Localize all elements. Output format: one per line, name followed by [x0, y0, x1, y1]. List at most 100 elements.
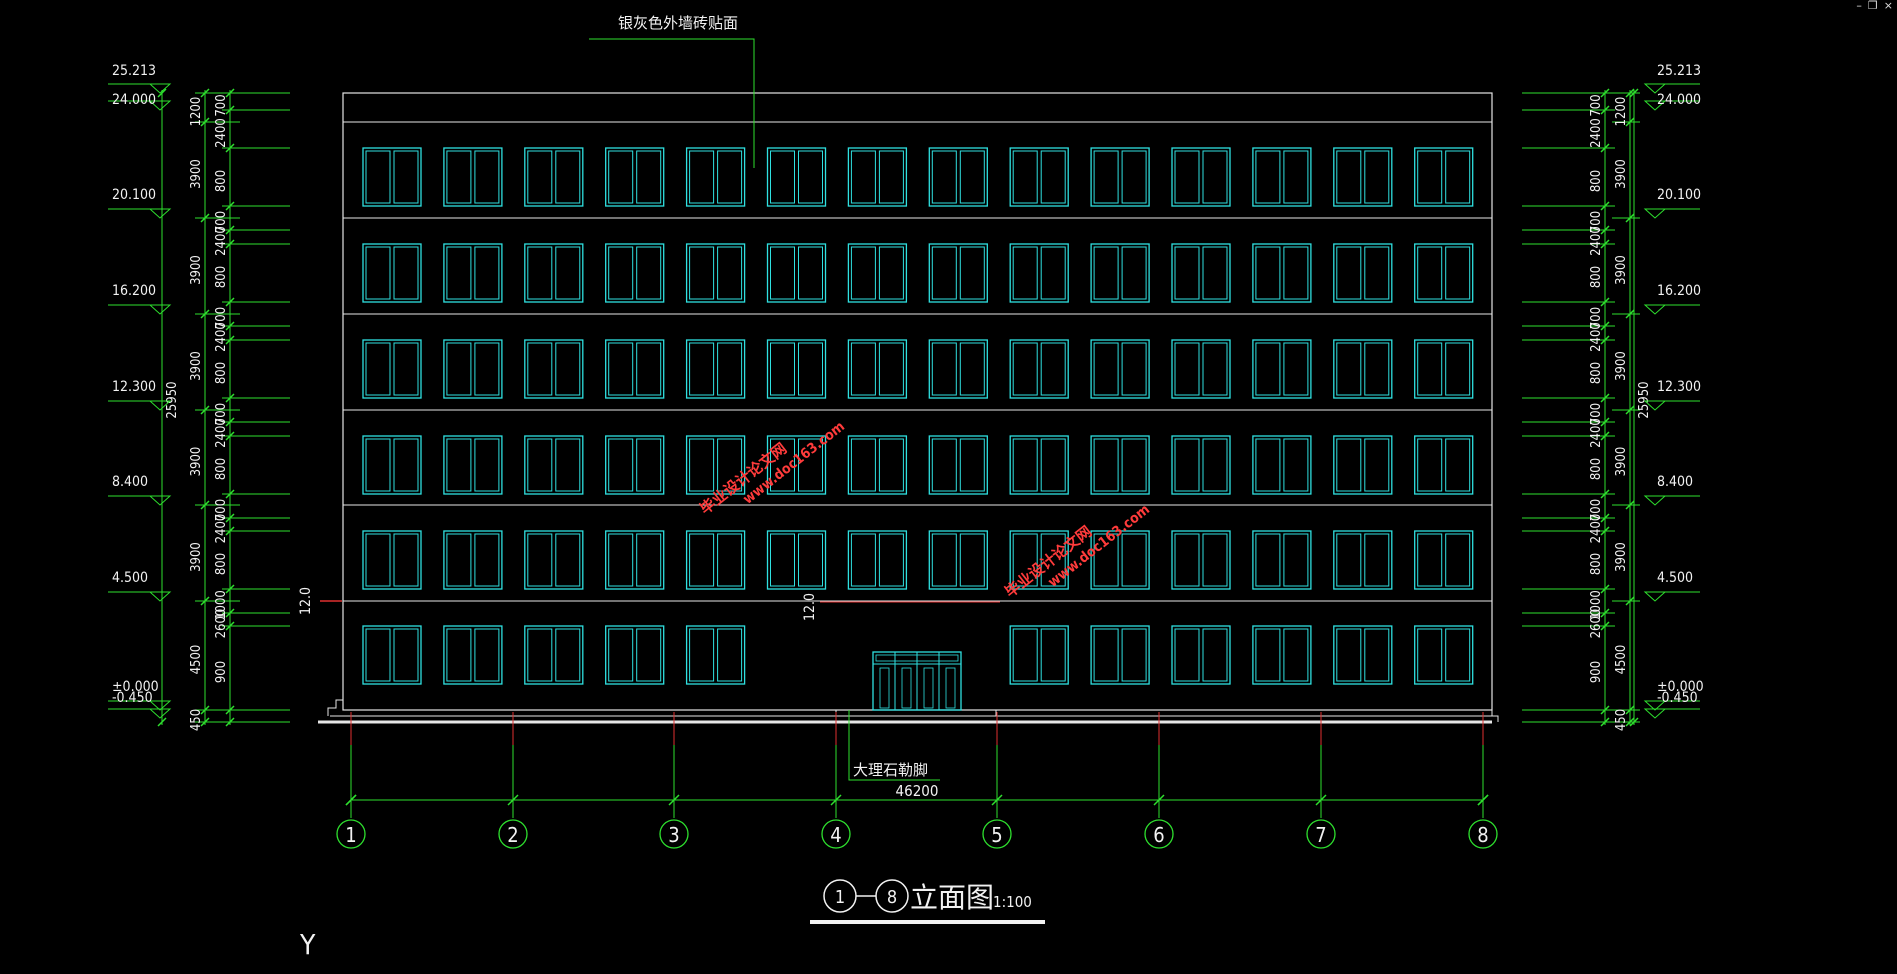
- elevation-label: ±0.000: [112, 679, 159, 695]
- window-frame: [605, 339, 665, 399]
- window-frame: [685, 147, 746, 207]
- opening-dimension-label: 900: [1589, 661, 1604, 683]
- dimension-tick: [1625, 88, 1635, 98]
- dimension-tick: [1629, 88, 1639, 98]
- window-sash-left: [1012, 246, 1038, 300]
- dimension-tick: [157, 717, 167, 727]
- window-sash-right: [1445, 533, 1471, 587]
- window: [1252, 147, 1312, 207]
- window-sash-right: [636, 533, 662, 587]
- dimension-tick: [1625, 117, 1635, 127]
- window-sash-right: [1121, 342, 1147, 396]
- window-frame: [685, 530, 746, 590]
- restore-icon[interactable]: ❐: [1867, 0, 1878, 12]
- window-sash-right: [393, 150, 419, 204]
- window: [1333, 625, 1393, 685]
- window-frame: [1414, 339, 1474, 399]
- dimension-tick: [1600, 105, 1610, 115]
- elevation-marker: [148, 591, 172, 602]
- dimension-tick: [1600, 584, 1610, 594]
- window-sash-left: [608, 342, 634, 396]
- window-frame: [1414, 435, 1474, 495]
- elevation-label: 24.000: [112, 92, 156, 108]
- window-sash-right: [1040, 150, 1066, 204]
- window-frame: [847, 339, 908, 399]
- dimension-tick: [225, 417, 235, 427]
- opening-dimension-label: 2400: [214, 514, 229, 544]
- window-sash-left: [931, 150, 957, 204]
- window-sash-left: [365, 246, 391, 300]
- window-sash-left: [689, 342, 715, 396]
- dimension-tick: [200, 596, 210, 606]
- window-sash-right: [393, 342, 419, 396]
- window-frame: [766, 435, 827, 495]
- window-sash-right: [1283, 246, 1309, 300]
- window-sash-right: [798, 438, 823, 492]
- window-sash-left: [1174, 533, 1200, 587]
- axis-label: 4: [830, 823, 841, 847]
- window: [1333, 530, 1393, 590]
- window-sash-right: [1445, 438, 1471, 492]
- window-sash-right: [959, 342, 985, 396]
- window: [1171, 339, 1231, 399]
- window-frame: [1252, 339, 1312, 399]
- window-frame: [1252, 147, 1312, 207]
- axis-bubble: [1468, 819, 1498, 849]
- window-sash-right: [636, 246, 662, 300]
- window-sash-right: [1040, 246, 1066, 300]
- side-steps: [327, 699, 343, 716]
- opening-dimension-label: 2400: [1589, 514, 1604, 544]
- window-sash-right: [1040, 628, 1066, 682]
- window-sash-right: [1283, 438, 1309, 492]
- close-icon[interactable]: ×: [1883, 0, 1893, 12]
- window-sash-right: [717, 150, 743, 204]
- window-sash-left: [1336, 628, 1362, 682]
- window-sash-right: [717, 246, 743, 300]
- dimension-tick: [1625, 213, 1635, 223]
- dimension-tick: [225, 105, 235, 115]
- storey-dimension-label: 3900: [189, 255, 204, 285]
- window-sash-right: [1445, 246, 1471, 300]
- right-dimension-chain: 2595012003900390039003900390045004507002…: [1522, 63, 1704, 731]
- building-facade: [318, 92, 1499, 724]
- drawing-title: 1 8 立面图 1:100: [810, 879, 1045, 924]
- dimension-tick: [225, 621, 235, 631]
- window-sash-left: [1012, 533, 1038, 587]
- window: [524, 147, 584, 207]
- dimension-tick: [225, 225, 235, 235]
- title-text: 立面图: [910, 881, 994, 914]
- window-frame: [1333, 339, 1393, 399]
- window-frame: [1171, 625, 1231, 685]
- dimension-tick: [1629, 717, 1639, 727]
- window-frame: [928, 435, 988, 495]
- window-frame: [1009, 625, 1069, 685]
- window-sash-right: [393, 628, 419, 682]
- dimension-tick: [200, 705, 210, 715]
- elevation-marker: [1643, 591, 1667, 602]
- window-sash-left: [1174, 246, 1200, 300]
- opening-dimension-label: 800: [1589, 362, 1604, 384]
- window: [928, 530, 988, 590]
- opening-dimension-label: 700: [214, 403, 229, 425]
- window-sash-left: [1255, 438, 1281, 492]
- window-sash-right: [474, 628, 500, 682]
- window-sash-right: [474, 438, 500, 492]
- window-sash-right: [878, 438, 904, 492]
- window-sash-left: [365, 438, 391, 492]
- left-dimension-chain: 2595012003900390039003900390045004507002…: [108, 63, 290, 731]
- window-sash-left: [1174, 628, 1200, 682]
- window: [1009, 147, 1069, 207]
- opening-dimension-label: 800: [214, 553, 229, 575]
- window-frame: [928, 243, 988, 303]
- window-frame: [685, 339, 746, 399]
- opening-dimension-label: 700: [1589, 499, 1604, 521]
- window: [1090, 435, 1150, 495]
- window-frame: [1414, 625, 1474, 685]
- window-sash-right: [393, 246, 419, 300]
- window-sash-left: [608, 150, 634, 204]
- window: [928, 243, 988, 303]
- window: [443, 530, 503, 590]
- window-frame: [1333, 530, 1393, 590]
- minimize-icon[interactable]: –: [1856, 0, 1862, 12]
